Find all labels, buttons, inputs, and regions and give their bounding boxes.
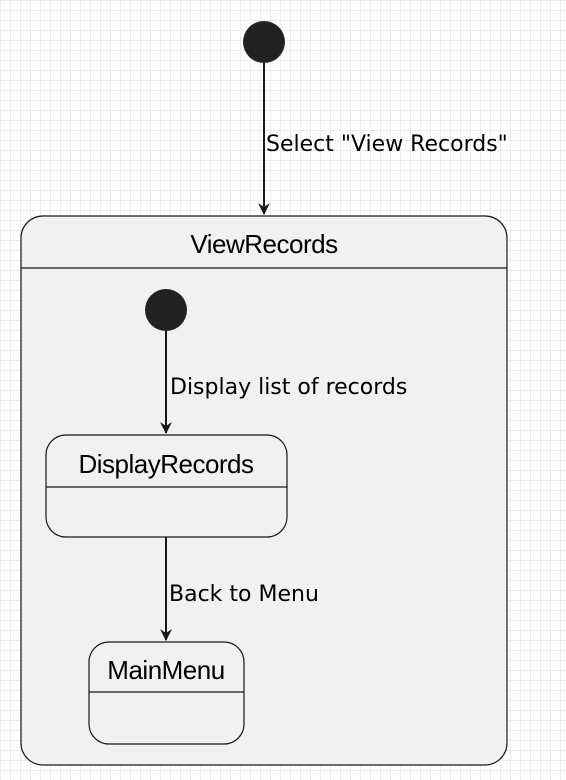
transition-label-display: Display list of records — [170, 375, 407, 400]
initial-node-top — [243, 21, 285, 63]
transition-label-back: Back to Menu — [169, 582, 319, 607]
initial-node-inner — [145, 289, 187, 331]
state-title-viewrecords: ViewRecords — [190, 229, 338, 259]
state-displayrecords: DisplayRecords — [45, 434, 288, 538]
state-title-displayrecords: DisplayRecords — [78, 449, 254, 479]
state-mainmenu: MainMenu — [88, 641, 245, 745]
state-title-mainmenu: MainMenu — [107, 655, 224, 685]
transition-label-entry: Select "View Records" — [266, 132, 508, 157]
